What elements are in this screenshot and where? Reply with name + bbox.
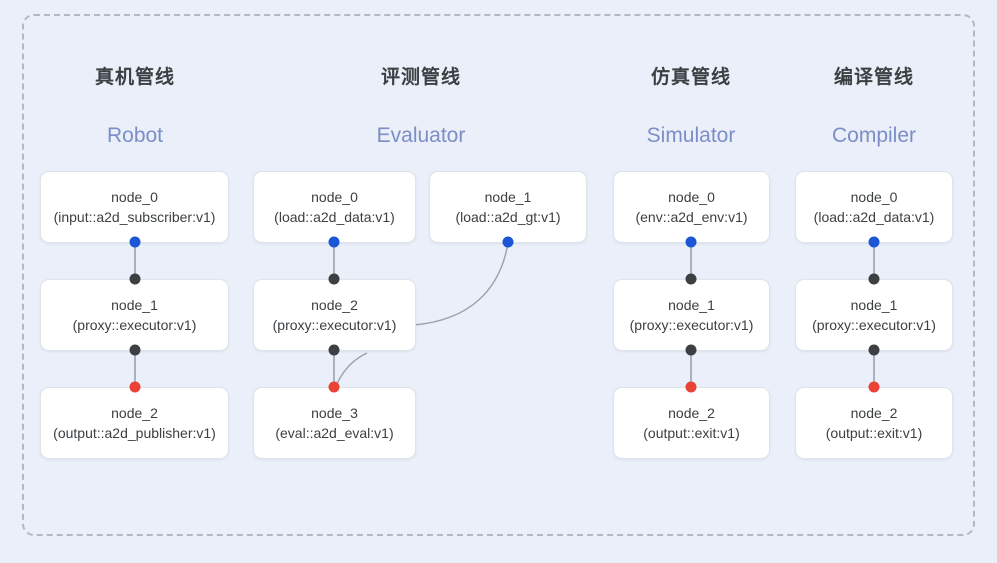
node-simulator-1[interactable]: node_1 (proxy::executor:v1) — [613, 279, 770, 351]
port-input-red-robot-2[interactable] — [129, 381, 141, 393]
port-input-red-simulator-2[interactable] — [685, 381, 697, 393]
node-name: node_2 — [668, 405, 715, 421]
port-output-blue-simulator-0[interactable] — [685, 236, 697, 248]
node-spec: (load::a2d_data:v1) — [813, 209, 935, 225]
port-input-black-evaluator-2[interactable] — [328, 273, 340, 285]
column-title-zh-simulator: 仿真管线 — [650, 67, 731, 88]
pipeline-frame — [22, 14, 975, 536]
node-robot-0[interactable]: node_0 (input::a2d_subscriber:v1) — [40, 171, 229, 243]
node-name: node_1 — [668, 297, 715, 313]
port-input-black-compiler-1[interactable] — [868, 273, 880, 285]
node-spec: (eval::a2d_eval:v1) — [275, 425, 394, 441]
node-simulator-0[interactable]: node_0 (env::a2d_env:v1) — [613, 171, 770, 243]
node-evaluator-3[interactable]: node_3 (eval::a2d_eval:v1) — [253, 387, 416, 459]
node-spec: (proxy::executor:v1) — [812, 317, 936, 333]
node-evaluator-2[interactable]: node_2 (proxy::executor:v1) — [253, 279, 416, 351]
column-title-en-robot: Robot — [106, 124, 164, 147]
node-evaluator-0[interactable]: node_0 (load::a2d_data:v1) — [253, 171, 416, 243]
node-compiler-2[interactable]: node_2 (output::exit:v1) — [795, 387, 953, 459]
node-evaluator-1[interactable]: node_1 (load::a2d_gt:v1) — [429, 171, 587, 243]
node-spec: (load::a2d_data:v1) — [274, 209, 395, 225]
port-output-black-compiler-1[interactable] — [868, 344, 880, 356]
node-name: node_0 — [311, 189, 358, 205]
node-robot-1[interactable]: node_1 (proxy::executor:v1) — [40, 279, 229, 351]
column-title-en-evaluator: Evaluator — [376, 124, 466, 147]
node-spec: (proxy::executor:v1) — [72, 317, 197, 333]
node-name: node_0 — [850, 189, 898, 205]
node-spec: (proxy::executor:v1) — [272, 317, 397, 333]
column-title-zh-compiler: 编译管线 — [833, 67, 914, 88]
port-input-red-evaluator-3[interactable] — [328, 381, 340, 393]
port-input-red-compiler-2[interactable] — [868, 381, 880, 393]
column-title-zh-robot: 真机管线 — [94, 67, 175, 88]
node-name: node_2 — [311, 297, 358, 313]
node-spec: (proxy::executor:v1) — [629, 317, 754, 333]
node-name: node_1 — [484, 189, 532, 205]
port-output-blue-evaluator-1[interactable] — [502, 236, 514, 248]
node-compiler-0[interactable]: node_0 (load::a2d_data:v1) — [795, 171, 953, 243]
node-spec: (env::a2d_env:v1) — [635, 209, 748, 225]
node-name: node_1 — [111, 297, 158, 313]
node-name: node_0 — [668, 189, 715, 205]
port-output-blue-compiler-0[interactable] — [868, 236, 880, 248]
node-spec: (output::exit:v1) — [825, 425, 923, 441]
column-title-en-simulator: Simulator — [646, 124, 736, 147]
port-output-blue-robot-0[interactable] — [129, 236, 141, 248]
node-robot-2[interactable]: node_2 (output::a2d_publisher:v1) — [40, 387, 229, 459]
port-output-black-robot-1[interactable] — [129, 344, 141, 356]
port-input-black-robot-1[interactable] — [129, 273, 141, 285]
node-spec: (output::exit:v1) — [643, 425, 740, 441]
port-output-black-evaluator-2[interactable] — [328, 344, 340, 356]
node-simulator-2[interactable]: node_2 (output::exit:v1) — [613, 387, 770, 459]
port-output-blue-evaluator-0[interactable] — [328, 236, 340, 248]
node-name: node_3 — [311, 405, 358, 421]
node-name: node_2 — [111, 405, 158, 421]
node-spec: (load::a2d_gt:v1) — [455, 209, 561, 225]
port-output-black-simulator-1[interactable] — [685, 344, 697, 356]
node-name: node_2 — [850, 405, 898, 421]
node-spec: (input::a2d_subscriber:v1) — [53, 209, 216, 225]
column-title-zh-evaluator: 评测管线 — [380, 67, 461, 88]
column-title-en-compiler: Compiler — [831, 124, 917, 147]
node-compiler-1[interactable]: node_1 (proxy::executor:v1) — [795, 279, 953, 351]
node-name: node_1 — [850, 297, 898, 313]
node-name: node_0 — [111, 189, 158, 205]
node-spec: (output::a2d_publisher:v1) — [53, 425, 216, 441]
port-input-black-simulator-1[interactable] — [685, 273, 697, 285]
